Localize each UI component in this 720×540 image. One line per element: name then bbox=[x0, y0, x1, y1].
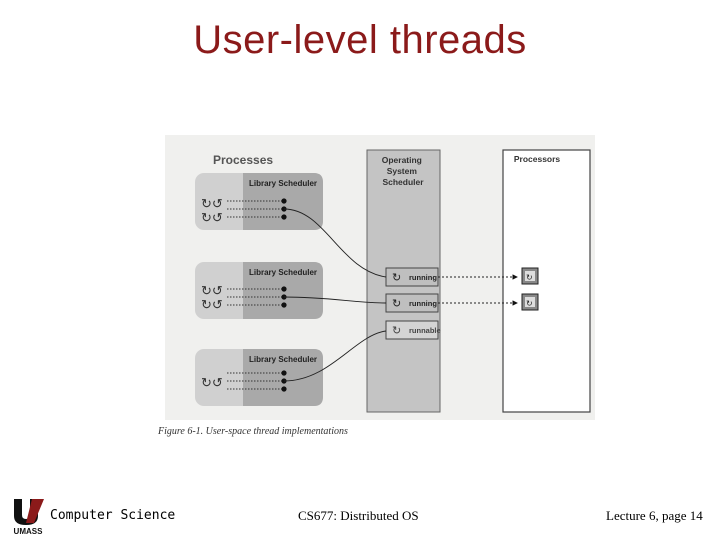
thread-icon: ↻↺ bbox=[201, 375, 223, 390]
processor-icon: ↻ bbox=[521, 293, 539, 311]
thread-icon: ↻↺ bbox=[201, 210, 223, 225]
connection-line bbox=[283, 330, 387, 382]
course-label: CS677: Distributed OS bbox=[298, 508, 419, 523]
os-scheduler-label-line-3: Scheduler bbox=[382, 177, 424, 187]
logo-text: UMASS bbox=[14, 527, 44, 535]
processors-label: Processors bbox=[514, 154, 561, 164]
lecture-page-label: Lecture 6, page 14 bbox=[606, 508, 703, 523]
thread-icon: ↻↺ bbox=[201, 297, 223, 312]
thread-icon: ↻ bbox=[392, 272, 401, 284]
figure-caption: Figure 6-1. User-space thread implementa… bbox=[158, 426, 348, 437]
connection-line bbox=[283, 208, 387, 278]
processes-label: Processes bbox=[213, 153, 273, 167]
thread-icon: ↻↺ bbox=[201, 196, 223, 211]
umass-logo: UMASS bbox=[10, 497, 46, 535]
kernel-thread-running-1: ↻ running bbox=[385, 267, 439, 287]
processors-column bbox=[502, 149, 591, 413]
thread-icon: ↻ bbox=[392, 325, 401, 337]
thread-state-label-2: running bbox=[409, 299, 437, 308]
os-scheduler-label: Operating System Scheduler bbox=[382, 155, 425, 187]
process-box-3: Library Scheduler ↻↺ bbox=[195, 349, 323, 406]
library-scheduler-label-2: Library Scheduler bbox=[249, 268, 317, 277]
thread-state-label-3: runnable bbox=[409, 326, 441, 335]
process-box-2: Library Scheduler ↻↺ ↻↺ bbox=[195, 262, 323, 319]
slide-title: User-level threads bbox=[193, 18, 527, 62]
department-label: Computer Science bbox=[50, 508, 176, 523]
os-scheduler-label-line-1: Operating bbox=[382, 155, 422, 165]
thread-diagram-svg: Processes Operating System Scheduler Pro… bbox=[195, 149, 591, 413]
kernel-thread-running-2: ↻ running bbox=[385, 293, 439, 313]
svg-text:↻: ↻ bbox=[526, 299, 533, 308]
process-box-1: Library Scheduler ↻↺ ↻↺ bbox=[195, 173, 323, 230]
os-scheduler-label-line-2: System bbox=[387, 166, 418, 176]
thread-diagram: Processes Operating System Scheduler Pro… bbox=[165, 135, 595, 420]
processor-icon: ↻ bbox=[521, 267, 539, 285]
thread-state-label-1: running bbox=[409, 273, 437, 282]
svg-text:↻: ↻ bbox=[526, 273, 533, 282]
library-scheduler-label-1: Library Scheduler bbox=[249, 179, 317, 188]
thread-icon: ↻↺ bbox=[201, 283, 223, 298]
kernel-thread-runnable: ↻ runnable bbox=[385, 320, 441, 340]
thread-icon: ↻ bbox=[392, 298, 401, 310]
connection-line bbox=[283, 296, 387, 304]
library-scheduler-label-3: Library Scheduler bbox=[249, 355, 317, 364]
